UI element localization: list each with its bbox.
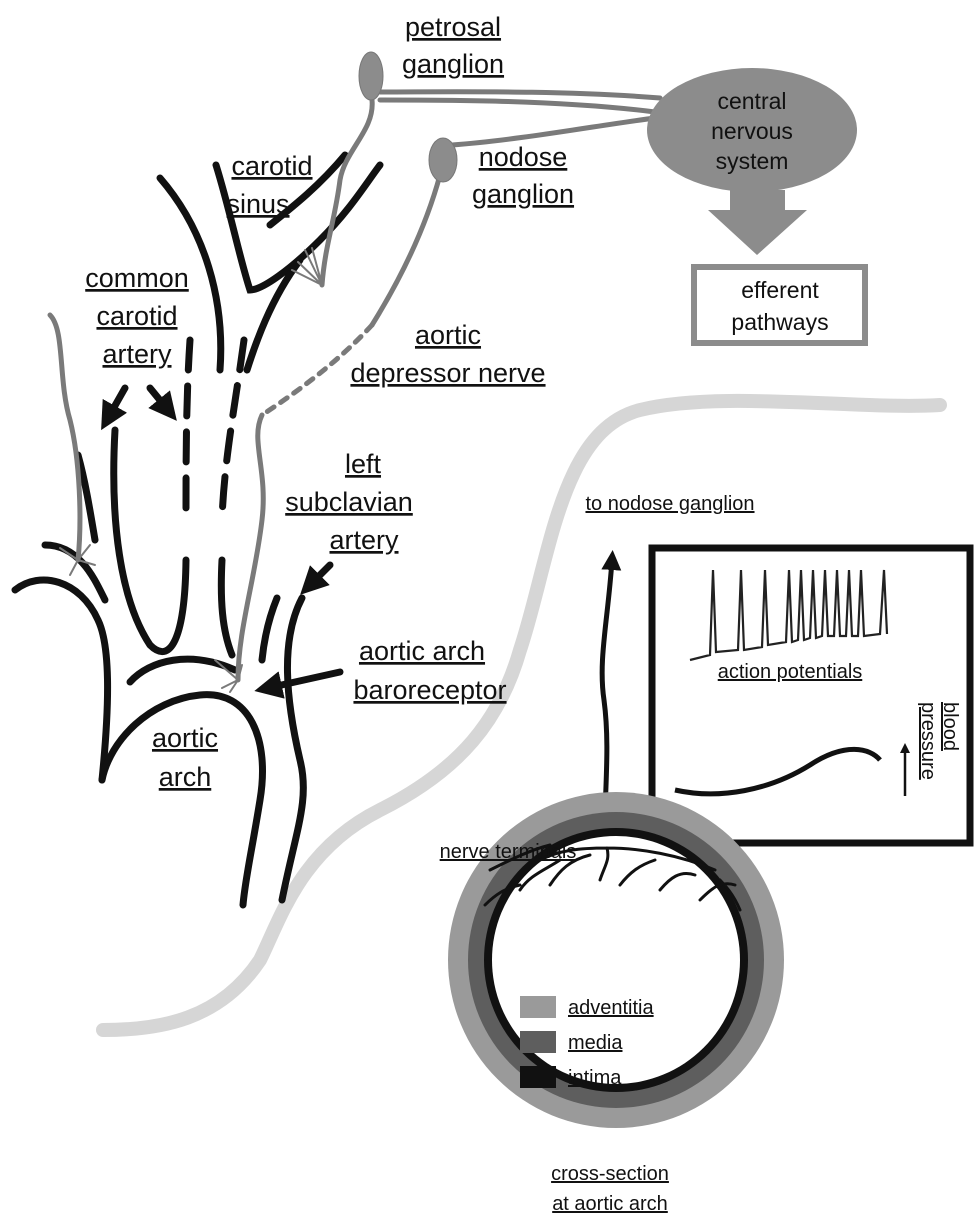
label-aortic-arch-2: arch <box>159 762 212 792</box>
label-common-carotid-3: artery <box>102 339 172 369</box>
label-carotid-sinus-1: carotid <box>231 151 312 181</box>
inset-panel <box>652 548 970 843</box>
legend-swatch-adventitia <box>520 996 556 1018</box>
label-nodose-ganglion-1: nodose <box>479 142 568 172</box>
label-cns-3: system <box>716 148 789 174</box>
label-common-carotid-1: common <box>85 263 189 293</box>
label-blood: blood <box>939 702 961 751</box>
label-petrosal-ganglion-1: petrosal <box>405 12 501 42</box>
label-baroreceptor-2: baroreceptor <box>353 675 506 705</box>
label-cns-2: nervous <box>711 118 793 144</box>
label-pressure: pressure <box>917 702 939 780</box>
label-aortic-arch-1: aortic <box>152 723 218 753</box>
label-action-potentials: action potentials <box>718 661 863 683</box>
label-baroreceptor-1: aortic arch <box>359 636 485 666</box>
petrosal-ganglion-body <box>359 52 383 100</box>
label-petrosal-ganglion-2: ganglion <box>402 49 504 79</box>
label-efferent-2: pathways <box>731 309 828 335</box>
label-left-subclavian-1: left <box>345 449 382 479</box>
label-to-nodose-ganglion: to nodose ganglion <box>585 493 754 515</box>
label-left-subclavian-2: subclavian <box>285 487 413 517</box>
nodose-ganglion-body <box>429 138 457 182</box>
legend-label-adventitia: adventitia <box>568 997 654 1019</box>
label-aortic-depressor-1: aortic <box>415 320 481 350</box>
label-left-subclavian-3: artery <box>329 525 399 555</box>
label-cns-1: central <box>717 88 786 114</box>
legend-swatch-intima <box>520 1066 556 1088</box>
legend-label-intima: intima <box>568 1067 622 1089</box>
legend-swatch-media <box>520 1031 556 1053</box>
label-carotid-sinus-2: sinus <box>226 189 289 219</box>
label-cross-section-1: cross-section <box>551 1163 669 1185</box>
legend-label-media: media <box>568 1032 623 1054</box>
label-common-carotid-2: carotid <box>96 301 177 331</box>
label-aortic-depressor-2: depressor nerve <box>350 358 545 388</box>
label-nodose-ganglion-2: ganglion <box>472 179 574 209</box>
label-nerve-terminals: nerve terminals <box>440 841 577 863</box>
label-cross-section-2: at aortic arch <box>552 1193 668 1215</box>
cns-down-arrow <box>708 190 807 255</box>
label-efferent-1: efferent <box>741 277 819 303</box>
